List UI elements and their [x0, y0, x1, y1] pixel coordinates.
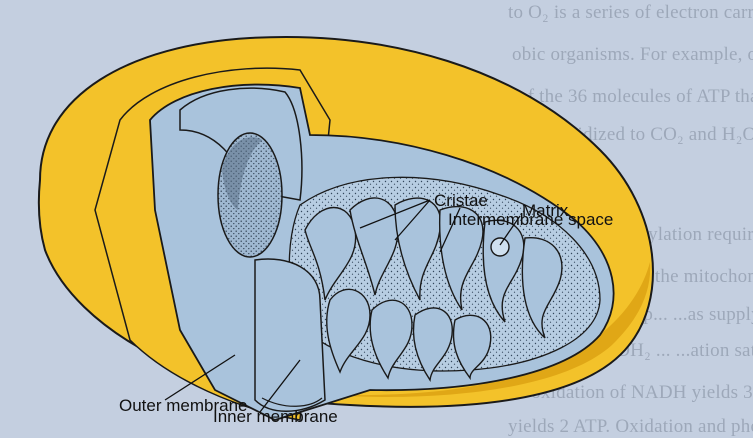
matrix-label: Matrix — [522, 201, 568, 221]
cristae-label: Cristae — [434, 191, 488, 211]
matrix-granule — [491, 238, 509, 256]
lower-inner-membrane-tube — [255, 259, 325, 411]
inner-membrane-label: Inner membrane — [213, 407, 338, 427]
